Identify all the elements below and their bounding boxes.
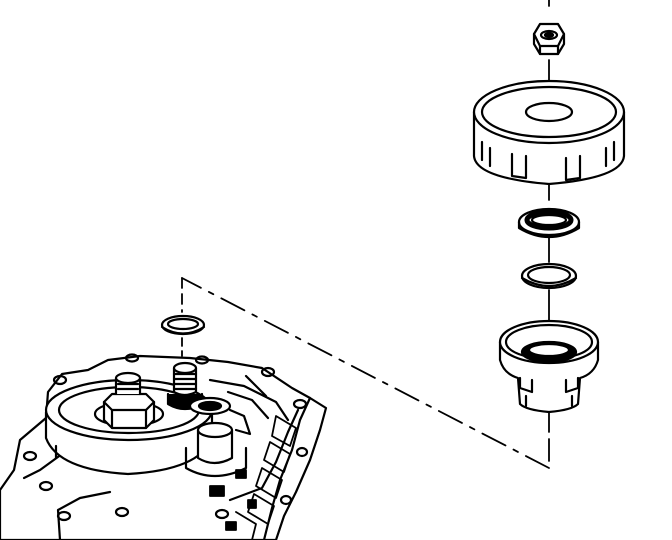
flange-bolt-bosses	[22, 353, 309, 522]
secondary-gear	[184, 396, 252, 478]
o-ring	[520, 262, 578, 290]
pulley-nut	[102, 371, 156, 430]
hex-nut	[532, 22, 566, 56]
oil-seal	[517, 207, 581, 238]
threaded-stud	[166, 361, 204, 411]
small-o-ring	[160, 314, 206, 336]
pulley-hub	[472, 79, 626, 186]
transmission-case	[0, 353, 328, 540]
case-side-detail	[209, 415, 297, 540]
sleeve-housing	[498, 319, 600, 414]
